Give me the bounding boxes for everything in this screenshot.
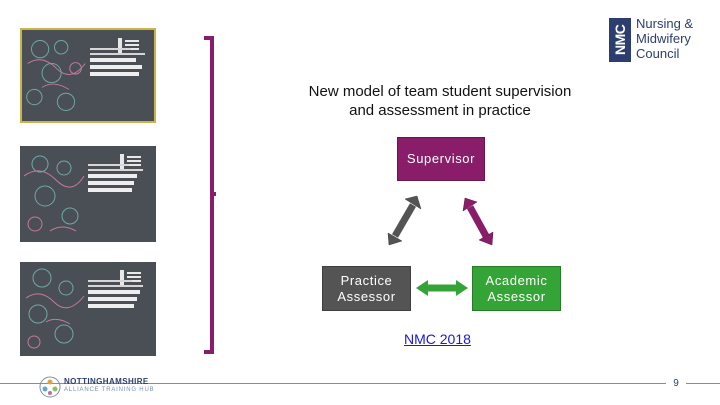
alliance-hub-logo-icon (39, 376, 61, 398)
page-number: 9 (666, 375, 686, 393)
arrow-practice-academic (416, 280, 468, 296)
nmc-logo-mini (120, 270, 146, 286)
document-thumbnail-part-3 (20, 262, 156, 356)
slide-heading-line-1: New model of team student supervision (308, 83, 572, 100)
nmc-2018-reference-link[interactable]: NMC 2018 (404, 331, 471, 347)
practice-assessor-label-line-1: Practice (340, 272, 393, 288)
line-art-faces-image (26, 40, 86, 111)
footer-org-name: NOTTINGHAMSHIRE (64, 377, 149, 386)
supervisor-label: Supervisor (406, 151, 476, 166)
arrow-supervisor-academic (462, 197, 494, 246)
slide-heading: New model of team student supervision an… (280, 82, 600, 120)
academic-assessor-label-line-1: Academic (485, 272, 548, 288)
practice-assessor-box: Practice Assessor (322, 266, 411, 311)
slide-heading-line-2: and assessment in practice (349, 102, 531, 119)
footer-org-subtitle: ALLIANCE TRAINING HUB (64, 387, 155, 393)
line-art-faces-image (23, 155, 85, 232)
footer-organisation: NOTTINGHAMSHIRE ALLIANCE TRAINING HUB (64, 377, 154, 393)
nmc-logo-line-2: Midwifery (636, 31, 691, 46)
nmc-logo-mark: NMC (609, 18, 631, 62)
nmc-logo-line-1: Nursing & (636, 16, 694, 31)
nmc-logo: NMC Nursing & Midwifery Council (609, 16, 704, 64)
thumbnail-title-lines (88, 280, 146, 311)
nmc-logo-mini (118, 38, 144, 54)
document-thumbnail-part-2 (20, 146, 156, 242)
footer-divider (0, 383, 720, 384)
thumbnail-title-lines (88, 164, 146, 195)
academic-assessor-box: Academic Assessor (472, 266, 561, 311)
thumbnail-title-lines (90, 48, 148, 79)
academic-assessor-label-line-2: Assessor (487, 288, 546, 304)
nmc-logo-mini (120, 154, 146, 170)
practice-assessor-label-line-2: Assessor (337, 288, 396, 304)
bracket-tick (210, 192, 216, 196)
nmc-logo-line-3: Council (636, 46, 680, 61)
line-art-faces-image (25, 268, 85, 349)
nmc-logo-text: Nursing & Midwifery Council (636, 16, 693, 61)
document-thumbnail-part-1 (20, 28, 156, 123)
supervisor-box: Supervisor (397, 137, 485, 181)
arrow-supervisor-practice (387, 195, 422, 246)
